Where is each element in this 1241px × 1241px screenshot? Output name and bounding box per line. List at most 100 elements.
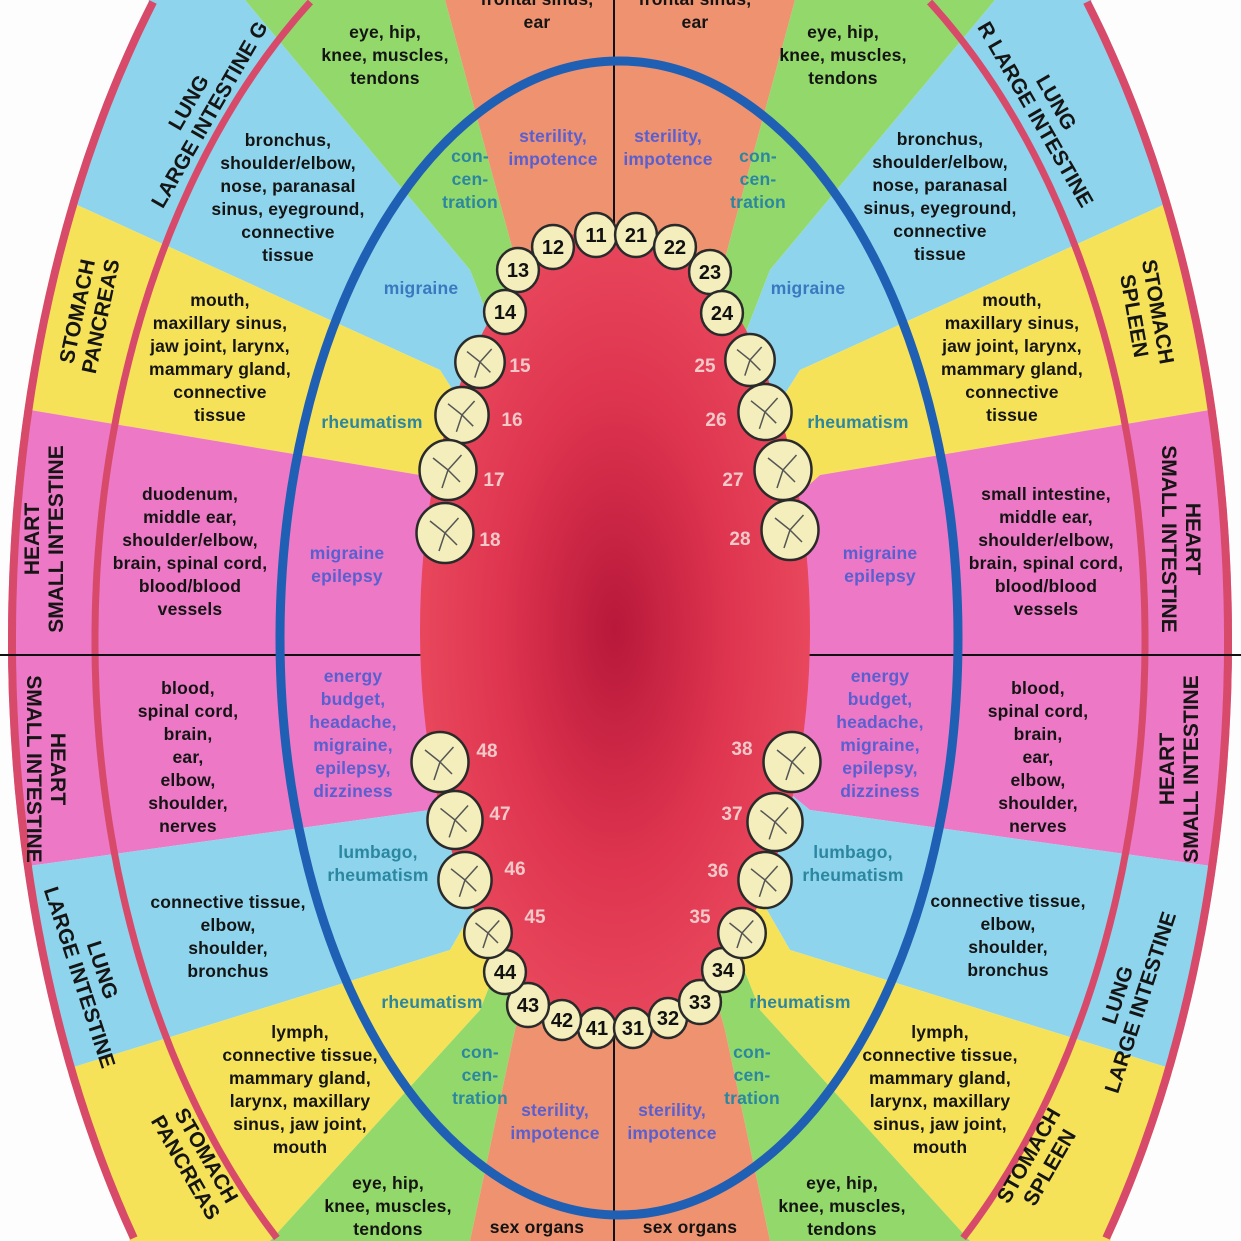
label-lymph-right: lymph, connective tissue, mammary gland,…	[862, 1022, 1018, 1157]
tooth-32: 32	[647, 996, 689, 1040]
blue-ring	[275, 56, 963, 1220]
label-bronchus-right: bronchus, shoulder/elbow, nose, paranasa…	[863, 129, 1017, 264]
tooth-28	[760, 498, 820, 562]
label-migraine-epilepsy-left: migraine epilepsy	[309, 543, 385, 586]
tooth-15	[454, 334, 506, 390]
tooth-number: 14	[494, 302, 517, 324]
tooth-17	[418, 438, 478, 502]
label-eye-hip-top-left: eye, hip, knee, muscles, tendons	[321, 22, 449, 88]
sector-right-yellow	[620, 655, 1232, 1241]
tooth-number: 37	[721, 804, 743, 825]
tooth-21: 21	[613, 211, 659, 259]
label-eye-hip-top-right: eye, hip, knee, muscles, tendons	[779, 22, 907, 88]
tooth-number: 21	[625, 225, 647, 247]
label-frontal-sinus-right: frontal sinus, ear	[639, 0, 751, 32]
tooth-48	[410, 730, 470, 794]
sector-right-light_blue	[620, 0, 1232, 655]
label-concentration-top-left: con- cen- tration	[442, 146, 498, 212]
tooth-22: 22	[652, 223, 698, 271]
label-sterility-bottom-right: sterility, impotence	[627, 1100, 717, 1143]
tooth-46	[437, 850, 493, 910]
tooth-number: 42	[551, 1010, 573, 1032]
tooth-number: 46	[504, 859, 526, 880]
label-rheumatism-bottom-right: rheumatism	[749, 992, 851, 1012]
label-blood-right: blood, spinal cord, brain, ear, elbow, s…	[987, 678, 1089, 836]
molar-fissure-icon	[475, 919, 500, 949]
tooth-number: 45	[524, 907, 546, 928]
molar-fissure-icon	[750, 397, 779, 430]
sector-right-orange	[620, 0, 795, 655]
tooth-number: 25	[694, 356, 716, 377]
organ-label-heart-upper-left: HEART SMALL INTESTINE	[21, 445, 68, 633]
tooth-47	[426, 789, 484, 851]
label-frontal-sinus-left: frontal sinus, ear	[481, 0, 593, 32]
tooth-14: 14	[482, 288, 528, 336]
tooth-number: 47	[489, 804, 511, 825]
tooth-36	[737, 850, 793, 910]
tooth-38	[762, 730, 822, 794]
tooth-number: 44	[494, 962, 517, 984]
label-lymph-left: lymph, connective tissue, mammary gland,…	[222, 1022, 378, 1157]
tooth-number: 48	[476, 741, 498, 762]
molar-fissure-icon	[760, 806, 789, 840]
label-sex-organs-right: sex organs	[642, 1217, 738, 1237]
label-sterility-top-left: sterility, impotence	[508, 126, 598, 169]
tooth-number: 12	[542, 237, 564, 259]
label-rheumatism-top-left: rheumatism	[321, 412, 423, 432]
tooth-44: 44	[482, 948, 528, 996]
label-concentration-bottom-right: con- cen- tration	[724, 1042, 780, 1108]
tooth-number: 35	[689, 907, 711, 928]
label-mouth-right: mouth, maxillary sinus, jaw joint, laryn…	[941, 290, 1083, 425]
label-sex-organs-left: sex organs	[489, 1217, 585, 1237]
label-bronchus-left: bronchus, shoulder/elbow, nose, paranasa…	[211, 130, 365, 265]
tooth-number: 31	[622, 1018, 644, 1040]
label-mouth-left: mouth, maxillary sinus, jaw joint, laryn…	[149, 290, 291, 425]
tooth-number: 17	[483, 470, 505, 491]
tooth-25	[724, 332, 776, 388]
tooth-37	[746, 791, 804, 853]
tooth-number: 16	[501, 410, 523, 431]
tooth-number: 41	[586, 1018, 608, 1040]
tooth-number: 13	[507, 260, 529, 282]
tooth-number: 34	[712, 960, 735, 982]
tooth-33: 33	[677, 978, 723, 1026]
label-connective-right: connective tissue, elbow, shoulder, bron…	[930, 891, 1086, 980]
tooth-45	[463, 906, 513, 960]
label-migraine-right: migraine	[770, 278, 846, 298]
tooth-41: 41	[576, 1006, 618, 1050]
inner-organ-ring	[91, 0, 1149, 1241]
molar-fissure-icon	[466, 348, 493, 378]
tooth-number: 27	[722, 470, 744, 491]
molar-fissure-icon	[774, 514, 805, 549]
sector-right-green	[620, 655, 970, 1241]
molar-fissure-icon	[750, 865, 779, 898]
molar-fissure-icon	[432, 454, 463, 489]
tooth-number: 22	[664, 237, 686, 259]
sector-left-light_blue	[8, 0, 620, 655]
label-blood-left: blood, spinal cord, brain, ear, elbow, s…	[137, 678, 239, 836]
label-energy-left: energy budget, headache, migraine, epile…	[309, 666, 397, 801]
tooth-number: 18	[479, 530, 501, 551]
tooth-number: 43	[517, 995, 539, 1017]
label-sterility-top-right: sterility, impotence	[623, 126, 713, 169]
tooth-31: 31	[612, 1006, 654, 1050]
label-sterility-bottom-left: sterility, impotence	[510, 1100, 600, 1143]
molar-fissure-icon	[736, 346, 763, 376]
molar-fissure-icon	[447, 400, 476, 433]
label-eye-hip-bottom-left: eye, hip, knee, muscles, tendons	[324, 1173, 452, 1239]
tooth-number: 24	[711, 303, 734, 325]
tooth-12: 12	[530, 223, 576, 271]
label-small-intestine-right: small intestine, middle ear, shoulder/el…	[968, 484, 1124, 619]
tooth-number: 33	[689, 992, 711, 1014]
sector-right-green	[620, 0, 995, 655]
label-connective-left: connective tissue, elbow, shoulder, bron…	[150, 892, 306, 981]
tooth-number: 15	[509, 356, 531, 377]
sector-left-green	[270, 655, 620, 1241]
organ-label-heart-upper-right: HEART SMALL INTESTINE	[1157, 445, 1204, 633]
tooth-35	[717, 906, 767, 960]
tooth-27	[753, 438, 813, 502]
label-eye-hip-bottom-right: eye, hip, knee, muscles, tendons	[778, 1173, 906, 1239]
sector-left-green	[245, 0, 620, 655]
outer-organ-ring	[8, 0, 1232, 1240]
